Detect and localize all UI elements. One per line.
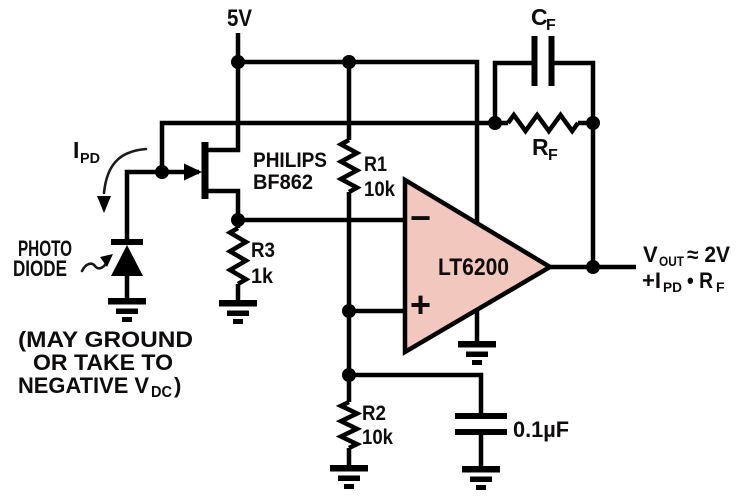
note-line2: OR TAKE TO [33,350,173,375]
photodiode-label-line1: PHOTO [18,236,72,261]
r2-value-label: 10k [362,426,393,449]
junction-dot [488,116,502,130]
ground-bar [466,351,488,357]
bypass-top-plate [455,413,507,419]
wire-feedback-tap [159,120,492,172]
ipd-label-base: I [73,137,79,163]
photodiode-pointer-icon [80,254,113,273]
ground-bar [122,317,132,322]
jfet-gate-arrow-icon [184,163,202,181]
ground-bypass [462,466,500,490]
wire-feedback-right [552,60,596,267]
note-line3-base: NEGATIVE V [18,373,149,398]
r3-value-label: 1k [251,265,273,288]
resistor-r2-body [335,399,363,451]
ipd-current-arrow-icon [97,147,148,213]
ground-bar [227,310,249,316]
wire-jfet-source [207,188,241,220]
capacitor-cf [531,36,555,86]
ground-bar [344,484,354,489]
junction-dots [155,55,600,382]
cf-ref-base: C [531,4,548,30]
ground-symbols [108,298,500,490]
ground-r3 [219,300,257,324]
photodiode-symbol [111,239,143,276]
ground-r2 [330,465,368,489]
ground-bar [462,466,500,473]
ipd-label-sub: PD [80,150,100,167]
ground-bar [116,308,138,314]
output-line2-base: +I [642,268,661,293]
ground-opamp [458,341,496,365]
output-line1-sub: OUT [659,253,684,269]
output-line1-base: V [643,242,658,267]
ground-bar [472,360,482,365]
photodiode-anode-triangle [111,245,143,276]
resistor-rf-body [506,111,580,135]
ground-bar [470,476,492,482]
cf-ref-sub: F [546,17,556,34]
opamp-part-label: LT6200 [438,254,509,281]
cf-left-plate [531,36,538,86]
wire-gate-to-photodiode [124,169,199,242]
junction-dot [342,304,356,318]
ground-bar [233,319,243,324]
resistor-r1-body [336,138,362,194]
wire-bypass-cap [349,372,484,466]
rf-ref-sub: F [548,147,558,164]
note-line3-sub: DC [151,384,172,401]
wire-cf-left [492,60,534,123]
opamp-inverting-symbol: − [410,197,431,238]
output-line2-sub2: F [716,279,725,295]
junction-dot [231,55,245,69]
jfet-part-label: BF862 [253,171,313,194]
ground-bar [458,341,496,348]
pointer-squiggle [80,260,109,273]
junction-dot [231,213,245,227]
output-line2-mid: • R [687,268,713,293]
r3-ref-label: R3 [251,239,275,262]
ipd-arrow-curve [102,147,148,195]
resistor-r3-body [225,226,251,286]
ground-bar [338,475,360,481]
photodiode-cathode-bar [111,239,143,245]
ground-bar [330,465,368,472]
note-line1: (MAY GROUND [18,327,193,352]
jfet-symbol [184,142,209,199]
junction-dot [342,55,356,69]
wire-5v-rail [235,33,480,230]
ipd-arrowhead [97,196,111,213]
ground-bar [108,298,146,305]
opamp-noninverting-symbol: + [410,284,431,325]
photodiode-label-line2: DIODE [13,256,67,281]
pointer-arrowhead [100,254,113,267]
output-line2-sub: PD [663,279,682,295]
r1-ref-label: R1 [364,153,387,176]
ground-photodiode [108,298,146,322]
bypass-value-label: 0.1µF [513,417,569,442]
resistor-bodies [225,111,580,451]
opamp-lt6200: − + LT6200 [402,176,555,356]
wire-jfet-drain [207,62,241,153]
bypass-bottom-plate [455,429,507,435]
r1-value-label: 10k [364,178,395,201]
junction-dot [155,165,169,179]
r2-ref-label: R2 [362,402,386,425]
cf-right-plate [548,36,555,86]
junction-dot [586,116,600,130]
note-line3-close: ) [174,373,181,398]
supply-label: 5V [227,5,252,32]
ground-bar [476,485,486,490]
junction-dot [586,260,600,274]
junction-dot [342,368,356,382]
output-line1-rest: ≈ 2V [687,242,730,267]
jfet-brand-label: PHILIPS [253,149,327,172]
opamp-triangle [402,176,555,356]
labels: 5V I PD PHOTO DIODE (MAY GROUND OR TAKE … [13,4,730,449]
rf-ref-base: R [532,134,549,160]
ground-bar [219,300,257,307]
capacitor-bypass [455,413,507,435]
